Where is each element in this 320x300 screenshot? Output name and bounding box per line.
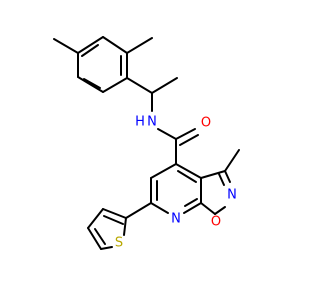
- bond: [87, 208, 104, 229]
- bond: [53, 38, 79, 54]
- bond: [123, 217, 127, 236]
- bond: [77, 76, 104, 93]
- bond: [183, 202, 202, 214]
- pyridine-n-text: N: [171, 212, 181, 227]
- bond: [102, 208, 127, 219]
- bond: [200, 170, 226, 179]
- bond-layer: [53, 36, 240, 250]
- amide-h-label: H: [135, 115, 145, 130]
- bond: [200, 202, 216, 215]
- bond: [175, 128, 196, 140]
- thiophene-s-text: S: [115, 236, 123, 251]
- bond: [125, 202, 152, 219]
- isoxazole-o-label: O: [211, 215, 221, 230]
- bond: [224, 149, 240, 172]
- amide-h-text: H: [135, 115, 145, 130]
- carbonyl-o-label: O: [201, 116, 211, 131]
- bond: [102, 36, 128, 54]
- bond: [94, 228, 106, 245]
- bond: [77, 36, 104, 54]
- bond: [175, 163, 202, 179]
- bond: [87, 227, 102, 250]
- amide-n-label: N: [147, 115, 157, 130]
- bond: [214, 206, 226, 215]
- bond: [150, 202, 169, 214]
- bond: [83, 78, 101, 89]
- atom-label-layer: N H O N O N S: [115, 115, 237, 251]
- bond: [218, 173, 225, 186]
- pyridine-n-label: N: [171, 212, 181, 227]
- carbonyl-o-text: O: [201, 116, 211, 131]
- bond: [126, 37, 153, 54]
- bond: [100, 246, 113, 250]
- isoxazole-o-text: O: [211, 215, 221, 230]
- bond: [126, 77, 153, 94]
- bond: [157, 128, 177, 140]
- bond: [179, 134, 199, 146]
- bond: [177, 170, 197, 183]
- bond: [102, 77, 128, 93]
- bond: [184, 198, 198, 207]
- amide-n-text: N: [147, 115, 157, 130]
- bond: [224, 170, 231, 183]
- bond: [150, 163, 177, 179]
- bond: [103, 215, 124, 225]
- bond: [81, 44, 99, 57]
- thiophene-s-label: S: [115, 236, 123, 251]
- molecule-structure-diagram: N H O N O N S: [53, 36, 240, 251]
- isoxazole-n-text: N: [227, 188, 237, 203]
- isoxazole-n-label: N: [227, 188, 237, 203]
- bond: [151, 77, 178, 94]
